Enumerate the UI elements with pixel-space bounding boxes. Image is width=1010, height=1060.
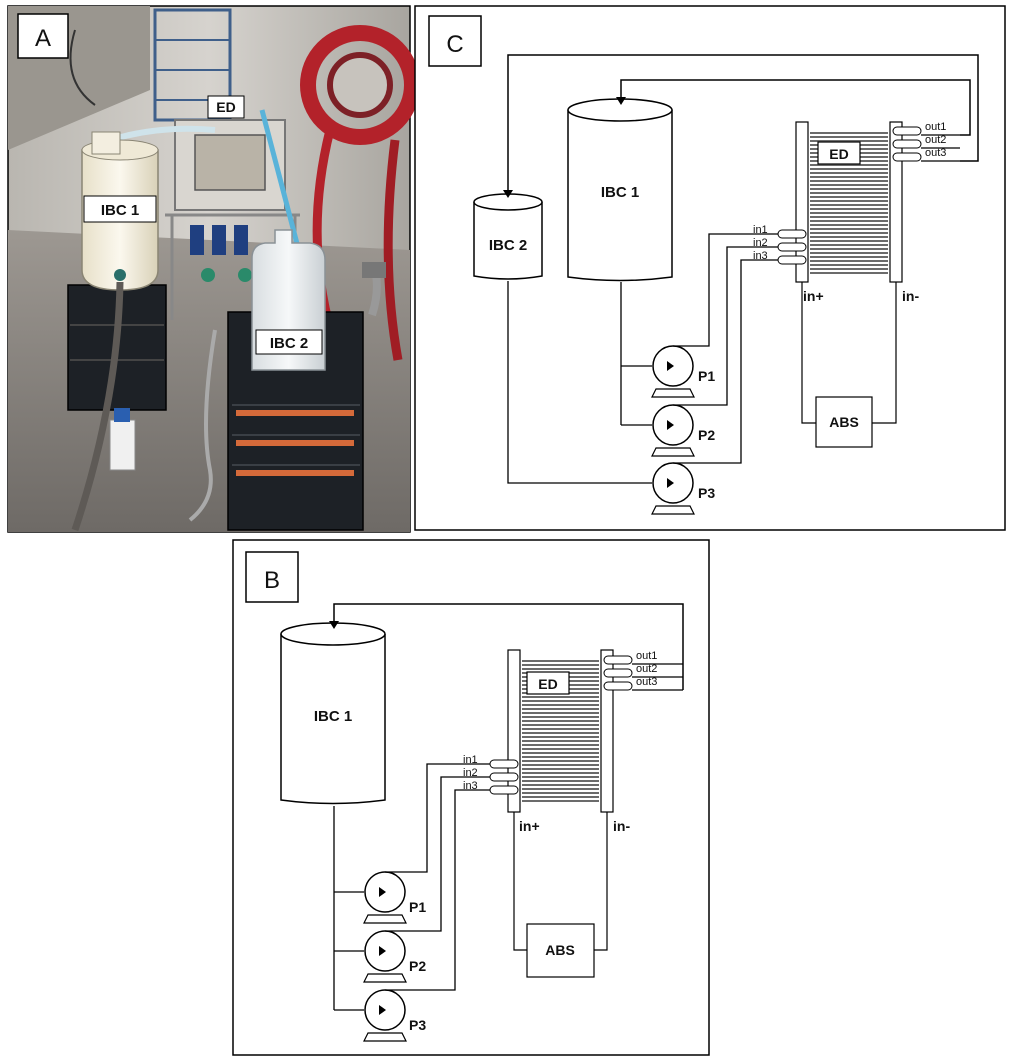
b-p2-label: P2 <box>409 958 426 974</box>
c-inlet-port-1 <box>778 230 806 238</box>
c-outlet-port-1 <box>893 127 921 135</box>
c-ibc2-label: IBC 2 <box>489 237 527 254</box>
b-inlet-port-1 <box>490 760 518 768</box>
b-abs-label: ABS <box>545 942 575 958</box>
b-out1-label: out1 <box>636 650 657 662</box>
c-ed-label: ED <box>829 146 848 162</box>
c-outlet-port-3 <box>893 153 921 161</box>
c-ibc1-label: IBC 1 <box>601 184 639 201</box>
c-out3-label: out3 <box>925 147 946 159</box>
c-abs-label: ABS <box>829 414 859 430</box>
b-p1-label: P1 <box>409 899 426 915</box>
c-electrode-plus: in+ <box>803 288 824 304</box>
b-p3-label: P3 <box>409 1017 426 1033</box>
c-p2-label: P2 <box>698 427 715 443</box>
b-out3-label: out3 <box>636 676 657 688</box>
b-outlet-port-1 <box>604 656 632 664</box>
c-out1-label: out1 <box>925 121 946 133</box>
c-p1-label: P1 <box>698 368 715 384</box>
c-outlet-port-2 <box>893 140 921 148</box>
panel-b-letter: B <box>264 567 280 594</box>
c-out2-label: out2 <box>925 134 946 146</box>
b-inlet-port-2 <box>490 773 518 781</box>
b-out2-label: out2 <box>636 663 657 675</box>
b-outlet-port-3 <box>604 682 632 690</box>
c-electrode-minus: in- <box>902 288 919 304</box>
panel-a-letter: A <box>35 25 51 52</box>
panel-a-photo: A IBC 1 ED IBC 2 <box>8 6 412 532</box>
panel-b-diagram: B IBC 1 ED in1 in2 in3 out1 out2 out3 in… <box>233 540 709 1055</box>
b-ed-label: ED <box>538 676 557 692</box>
c-inlet-port-3 <box>778 256 806 264</box>
ibc1-photo-label: IBC 1 <box>101 202 139 219</box>
b-outlet-port-2 <box>604 669 632 677</box>
b-ibc1-label: IBC 1 <box>314 708 352 725</box>
c-inlet-port-2 <box>778 243 806 251</box>
panel-c-diagram: C IBC 1 IBC 2 ED in1 in2 in3 out1 out2 o… <box>415 6 1005 530</box>
b-electrode-plus: in+ <box>519 818 540 834</box>
b-electrode-minus: in- <box>613 818 630 834</box>
b-inlet-port-3 <box>490 786 518 794</box>
ed-photo-label: ED <box>216 99 235 115</box>
panel-c-letter: C <box>446 31 463 58</box>
c-p3-label: P3 <box>698 485 715 501</box>
ibc2-photo-label: IBC 2 <box>270 335 308 352</box>
